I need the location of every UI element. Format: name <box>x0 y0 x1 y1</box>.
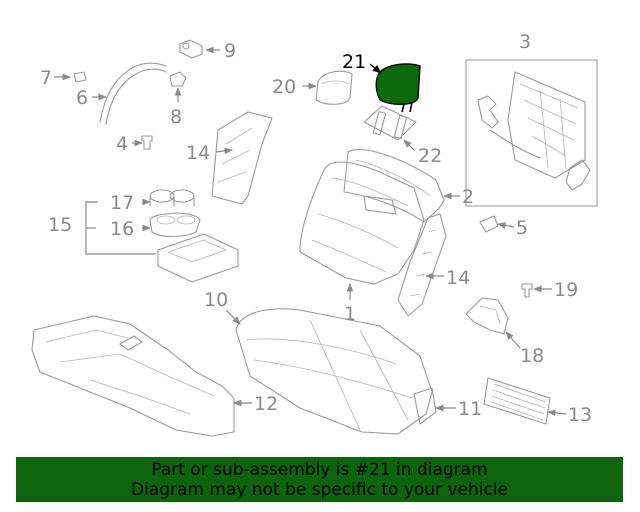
label-22: 22 <box>418 145 442 167</box>
part-labels: 3 21 9 7 6 8 20 4 14 22 2 17 15 16 5 14 … <box>40 31 592 426</box>
label-21: 21 <box>342 51 366 73</box>
part-22-headrest-guides <box>363 105 417 141</box>
notice-line-1: Part or sub-assembly is #21 in diagram <box>151 460 488 480</box>
label-16: 16 <box>110 218 134 240</box>
part-13-vent <box>483 377 551 425</box>
label-10: 10 <box>204 289 228 311</box>
label-14-right: 14 <box>446 267 470 289</box>
label-17: 17 <box>110 192 134 214</box>
part-8-clip <box>169 71 187 87</box>
notice-banner: Part or sub-assembly is #21 in diagram D… <box>16 457 623 502</box>
part-3-seat-frame <box>465 59 598 207</box>
label-7: 7 <box>40 67 52 89</box>
label-20: 20 <box>272 76 296 98</box>
part-12-seat-pan <box>31 315 235 437</box>
part-9-clip <box>179 39 203 59</box>
part-11-seat-cushion-frame <box>413 387 437 425</box>
part-4-bolt <box>141 135 153 150</box>
label-4: 4 <box>116 133 128 155</box>
label-6: 6 <box>76 87 88 109</box>
label-9: 9 <box>224 40 236 62</box>
parts-diagram: 3 21 9 7 6 8 20 4 14 22 2 17 15 16 5 14 … <box>31 31 598 437</box>
label-15: 15 <box>48 214 72 236</box>
part-10-seat-cushion <box>235 308 433 435</box>
label-8: 8 <box>170 106 182 128</box>
part-17-cup-holder <box>149 189 195 207</box>
notice-line-2: Diagram may not be specific to your vehi… <box>130 480 508 500</box>
part-19-bolt <box>521 283 533 298</box>
label-2: 2 <box>462 186 474 208</box>
part-14-side-bolster-right <box>397 213 447 317</box>
label-19: 19 <box>554 279 578 301</box>
part-16-cup-holder-base <box>149 212 201 238</box>
label-5: 5 <box>516 217 528 239</box>
label-18: 18 <box>520 345 544 367</box>
part-6-cable <box>99 62 167 125</box>
part-1-seat-back-cushion <box>299 161 425 285</box>
leader-lines <box>54 46 567 417</box>
part-18-bracket <box>465 297 509 335</box>
part-15-armrest <box>157 233 239 283</box>
label-11: 11 <box>458 398 482 420</box>
label-1: 1 <box>344 303 356 325</box>
label-3: 3 <box>519 31 531 53</box>
part-14-side-bolster-left <box>211 111 273 205</box>
label-12: 12 <box>254 393 278 415</box>
part-20-headrest <box>315 70 353 105</box>
part-21-headrest <box>375 63 421 113</box>
part-5-clip <box>479 215 499 233</box>
part-2-seat-back <box>343 148 445 223</box>
label-13: 13 <box>568 404 592 426</box>
label-14-left: 14 <box>186 142 210 164</box>
part-7-clip <box>73 71 87 83</box>
